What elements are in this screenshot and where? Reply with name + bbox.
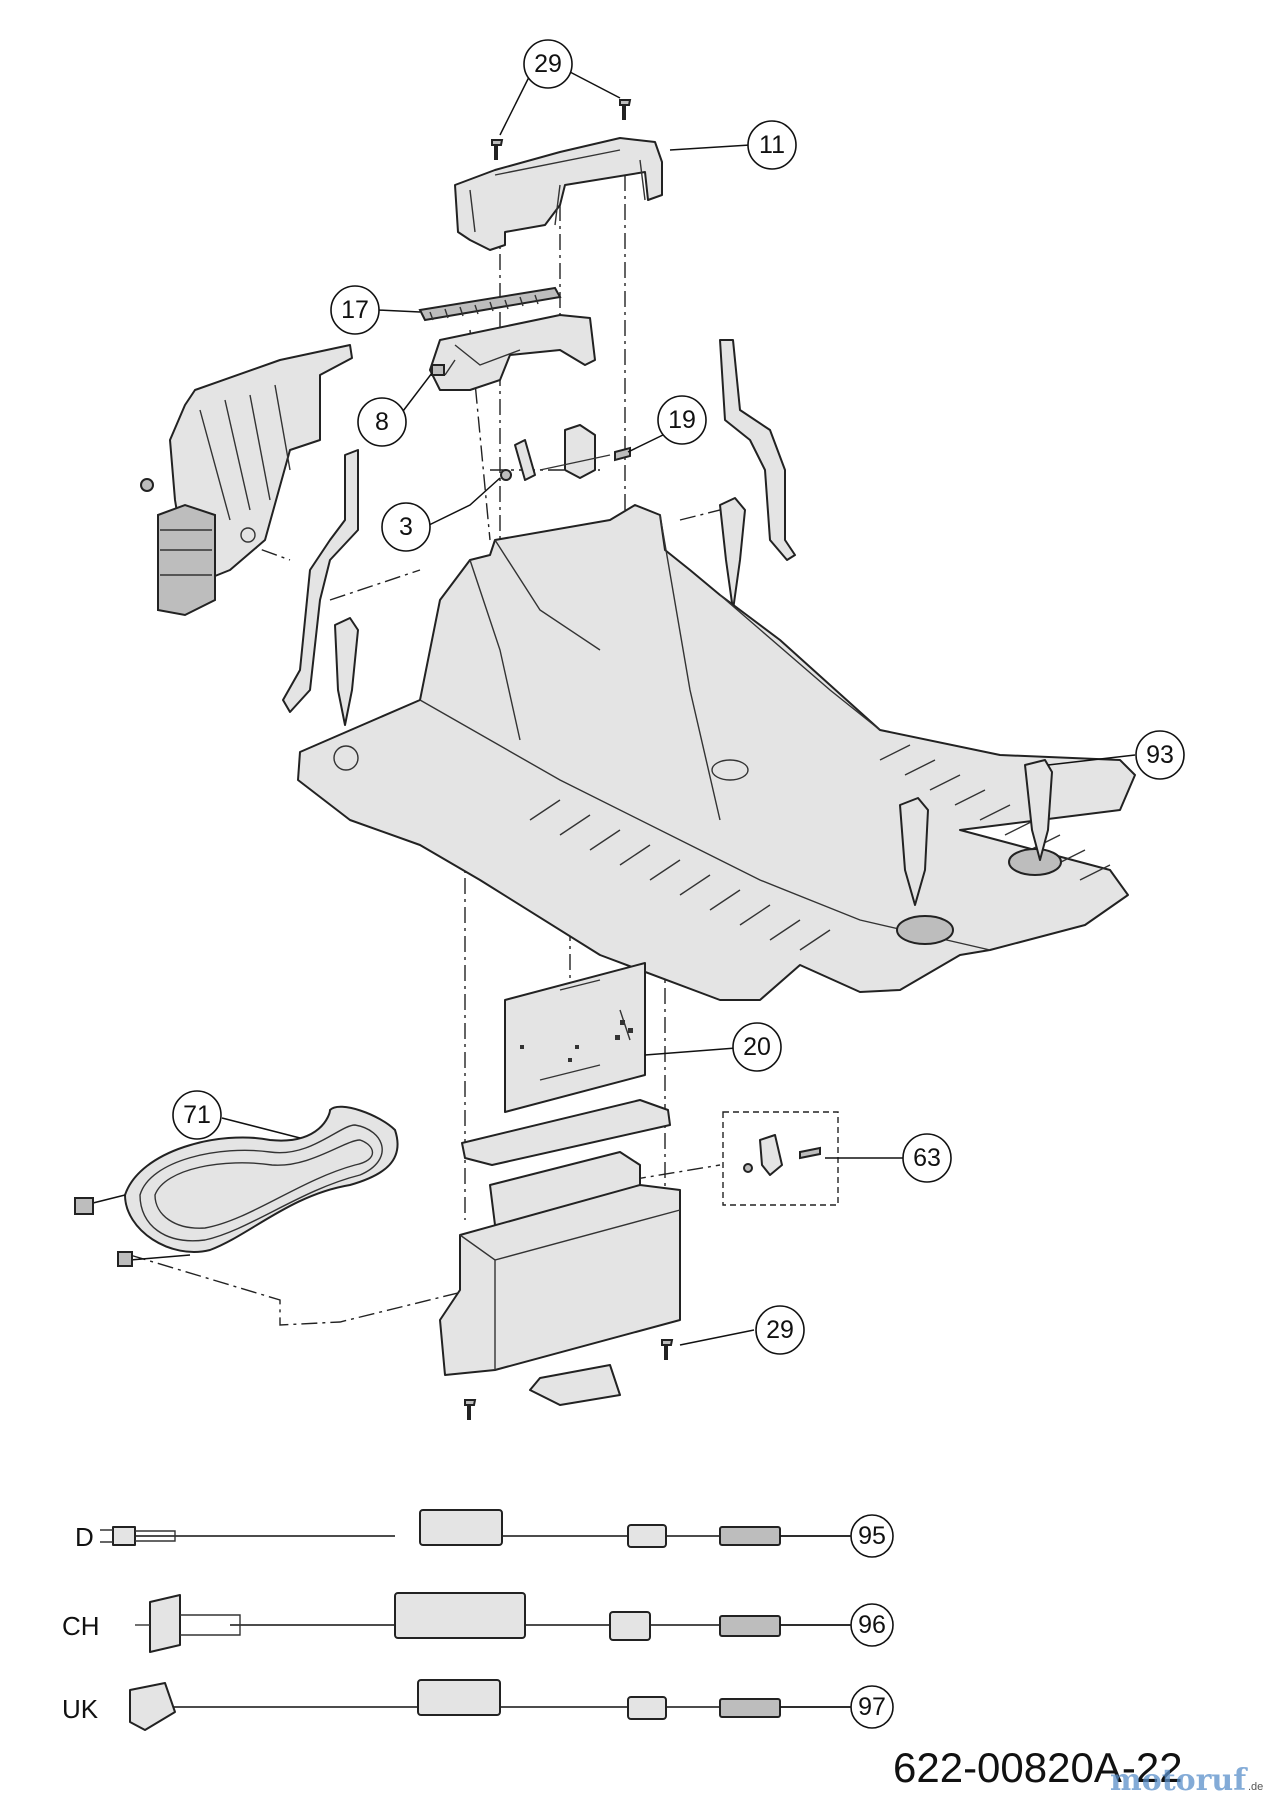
variant-label-ch: CH bbox=[62, 1611, 100, 1641]
part-20-circuit-board bbox=[504, 962, 646, 1113]
power-supply-uk bbox=[129, 1679, 860, 1731]
callout-93: 93 bbox=[1135, 730, 1185, 780]
power-supply-d bbox=[100, 1509, 860, 1548]
watermark-tld: .de bbox=[1248, 1781, 1263, 1793]
callout-97: 97 bbox=[850, 1685, 894, 1729]
svg-text:96: 96 bbox=[858, 1611, 886, 1639]
electronics-housing bbox=[439, 1099, 681, 1420]
svg-text:63: 63 bbox=[913, 1144, 941, 1172]
svg-text:8: 8 bbox=[375, 408, 389, 436]
left-side-cover bbox=[140, 344, 353, 617]
part-11-handle-cover bbox=[454, 137, 663, 251]
part-71-coiled-wire bbox=[74, 1105, 399, 1267]
part-93-ground-pegs bbox=[899, 759, 1053, 906]
watermark-brand: motoruf bbox=[1110, 1763, 1248, 1798]
callout-96: 96 bbox=[850, 1603, 894, 1647]
svg-text:93: 93 bbox=[1146, 741, 1174, 769]
variant-label-uk: UK bbox=[62, 1694, 99, 1724]
watermark-logo: motoruf .de bbox=[1110, 1763, 1263, 1798]
svg-text:17: 17 bbox=[341, 296, 369, 324]
loose-pegs bbox=[334, 497, 746, 726]
part-29-screws-top bbox=[491, 99, 632, 160]
leader-lines bbox=[221, 71, 1136, 1708]
part-19-contact-clip bbox=[514, 424, 631, 481]
svg-text:11: 11 bbox=[759, 131, 785, 159]
callout-11: 11 bbox=[747, 120, 797, 170]
callout-3: 3 bbox=[381, 502, 431, 552]
svg-text:71: 71 bbox=[183, 1101, 211, 1129]
drawing-code: 622-00820A-22 bbox=[893, 1744, 1183, 1791]
charging-station-base bbox=[297, 504, 1136, 1001]
svg-text:97: 97 bbox=[858, 1693, 886, 1721]
svg-text:19: 19 bbox=[668, 406, 696, 434]
callout-8: 8 bbox=[357, 397, 407, 447]
svg-text:29: 29 bbox=[534, 50, 562, 78]
callout-29-top: 29 bbox=[523, 39, 573, 89]
part-3-washer bbox=[500, 469, 512, 481]
part-63-fuse-group bbox=[722, 1111, 839, 1206]
callout-71: 71 bbox=[172, 1090, 222, 1140]
left-wire-guide bbox=[282, 449, 359, 713]
svg-text:29: 29 bbox=[766, 1316, 794, 1344]
right-wire-guide bbox=[719, 339, 796, 561]
callout-20: 20 bbox=[732, 1022, 782, 1072]
callout-95: 95 bbox=[850, 1514, 894, 1558]
callout-63: 63 bbox=[902, 1133, 952, 1183]
svg-text:20: 20 bbox=[743, 1033, 771, 1061]
part-17-contact-strip bbox=[418, 286, 562, 322]
callout-17: 17 bbox=[330, 285, 380, 335]
callout-19: 19 bbox=[657, 395, 707, 445]
power-supply-ch bbox=[135, 1592, 860, 1653]
variant-label-d: D bbox=[75, 1522, 94, 1552]
part-8-contact-holder bbox=[429, 314, 596, 391]
svg-text:3: 3 bbox=[399, 513, 413, 541]
callout-29-bottom: 29 bbox=[755, 1305, 805, 1355]
svg-text:95: 95 bbox=[858, 1522, 886, 1550]
